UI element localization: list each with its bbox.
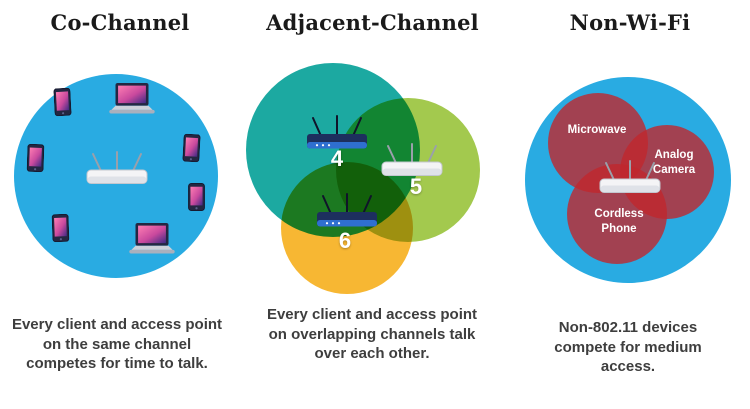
phone-icon bbox=[182, 134, 200, 163]
channel-5-label: 5 bbox=[409, 174, 423, 199]
co-channel-caption: Every client and access point on the sam… bbox=[11, 316, 223, 372]
access-point-router-icon bbox=[85, 150, 149, 186]
co-channel-title: Co-Channel bbox=[50, 10, 190, 35]
channel-4-label: 4 bbox=[330, 146, 344, 171]
phone-icon bbox=[53, 88, 71, 117]
adjacent-channel-caption: Every client and access point on overlap… bbox=[266, 306, 478, 362]
access-point-router-icon bbox=[315, 193, 379, 229]
non-wifi-title: Non-Wi-Fi bbox=[569, 10, 691, 35]
laptop-icon bbox=[126, 222, 178, 255]
analog-camera-label: Analog Camera bbox=[652, 149, 696, 176]
access-point-router-icon bbox=[598, 159, 662, 195]
channel-6-label: 6 bbox=[338, 228, 352, 253]
access-point-router-icon bbox=[380, 142, 444, 178]
laptop-icon bbox=[106, 82, 158, 115]
adjacent-channel-title: Adjacent-Channel bbox=[266, 10, 479, 35]
cordless-phone-label: Cordless Phone bbox=[594, 208, 644, 235]
phone-icon bbox=[27, 144, 45, 173]
phone-icon bbox=[188, 183, 205, 211]
phone-icon bbox=[52, 214, 70, 243]
microwave-label: Microwave bbox=[567, 124, 627, 136]
channel-6-circle bbox=[281, 162, 413, 294]
non-wifi-caption: Non-802.11 devices compete for medium ac… bbox=[554, 319, 702, 375]
